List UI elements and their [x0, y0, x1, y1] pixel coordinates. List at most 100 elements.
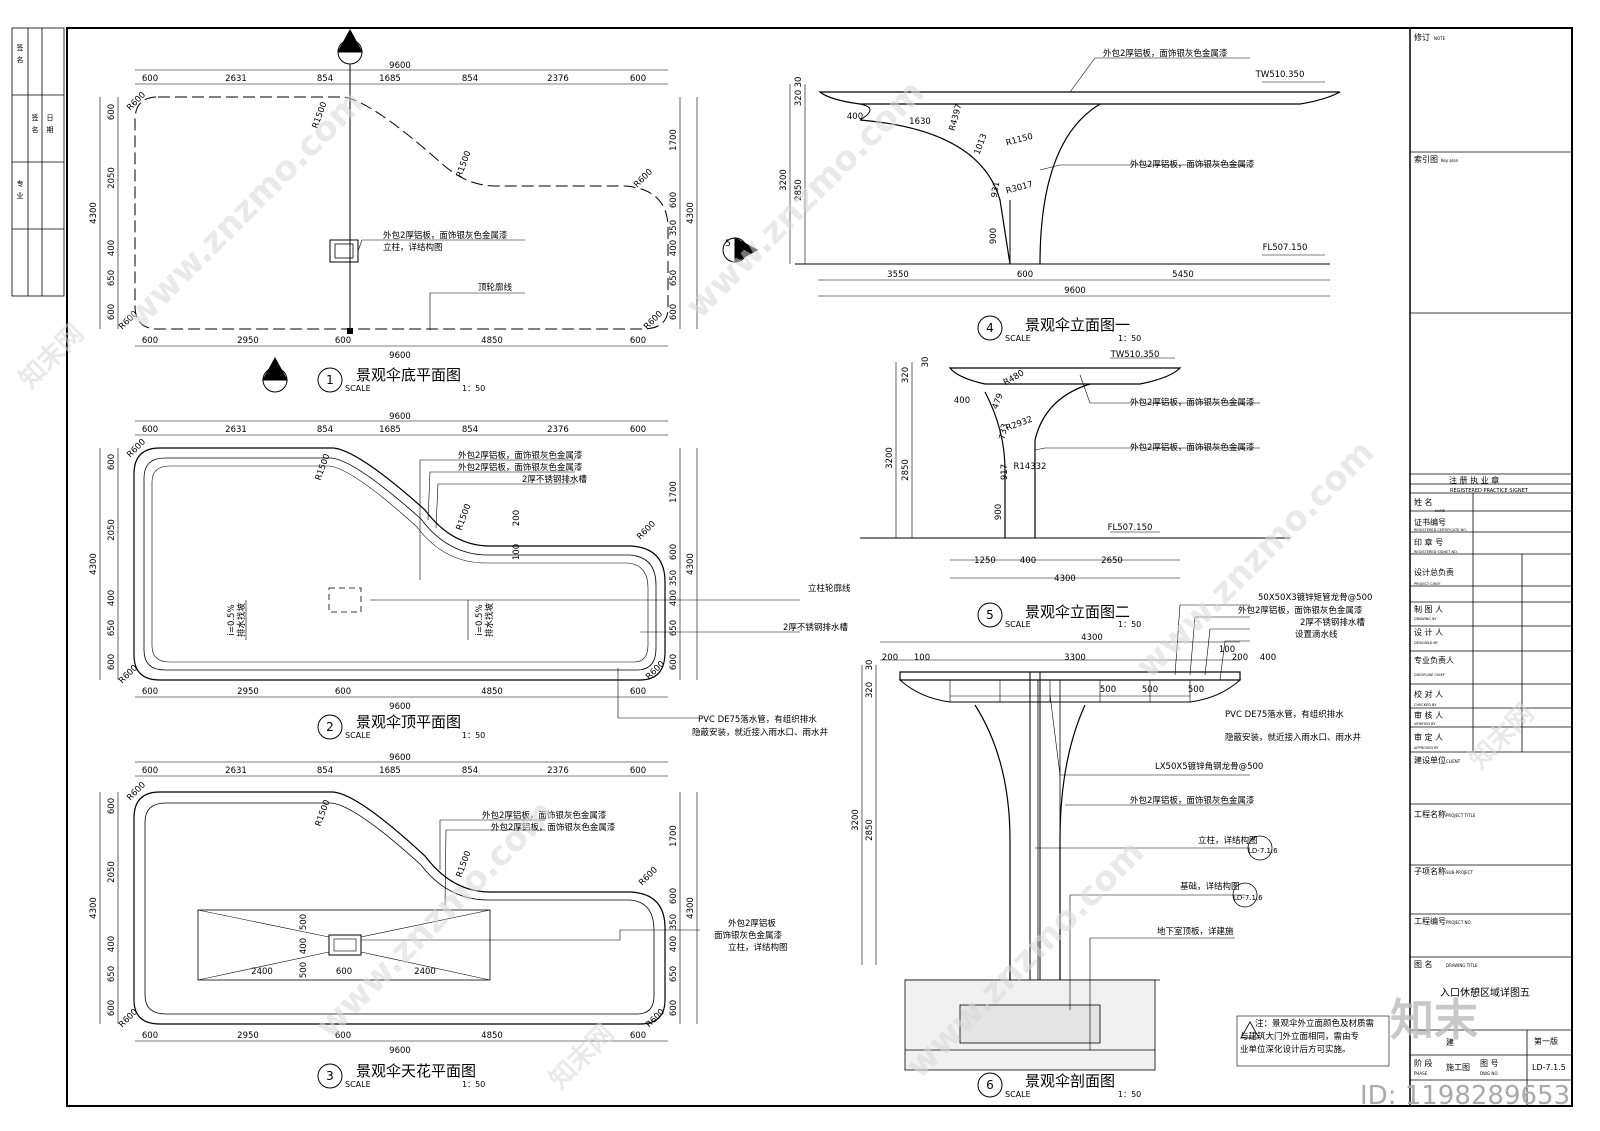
view3-scale: 1：50: [462, 1080, 485, 1089]
svg-text:500: 500: [299, 962, 309, 978]
svg-text:600: 600: [142, 74, 158, 84]
view4-title: 景观伞立面图一: [1025, 316, 1130, 334]
svg-text:建设单位: 建设单位: [1414, 755, 1446, 765]
svg-text:2376: 2376: [547, 766, 569, 776]
umbrella-outline-outer: [133, 447, 666, 681]
svg-text:479: 479: [991, 392, 1006, 411]
remark-box: [1236, 1015, 1390, 1067]
svg-text:基础，详结构图: 基础，详结构图: [1180, 881, 1240, 892]
dimension-lines: [99, 69, 1330, 1042]
elevation-dimension-text: 3550 600 5450 9600 1250 400 2650 4300 43…: [882, 70, 1308, 695]
svg-text:2631: 2631: [225, 766, 247, 776]
drainage-gutter: [151, 465, 649, 663]
svg-text:600: 600: [107, 1000, 117, 1016]
svg-text:DWG NO.: DWG NO.: [1480, 1071, 1499, 1076]
svg-text:900: 900: [994, 504, 1004, 520]
view1-underside-plan: [134, 58, 669, 334]
ceiling-frame: [197, 909, 491, 981]
svg-text:DISCIPLINE CHIEF: DISCIPLINE CHIEF: [1414, 673, 1445, 677]
svg-text:4300: 4300: [89, 553, 99, 575]
svg-text:外包2厚铝板，面饰银灰色金属漆: 外包2厚铝板，面饰银灰色金属漆: [1130, 397, 1255, 408]
svg-text:2650: 2650: [1101, 556, 1123, 566]
annotation-notes: 外包2厚铝板，面饰银灰色金属漆 立柱，详结构图 顶轮廓线 外包2厚铝板，面饰银灰…: [383, 48, 1374, 1055]
column-footprint: [328, 934, 362, 956]
svg-text:900: 900: [989, 228, 999, 244]
svg-text:2376: 2376: [547, 74, 569, 84]
svg-text:图 号: 图 号: [1480, 1059, 1499, 1068]
svg-text:9600: 9600: [1064, 286, 1086, 296]
svg-text:854: 854: [462, 766, 478, 776]
svg-text:R600: R600: [125, 437, 148, 460]
svg-text:R600: R600: [642, 309, 665, 332]
svg-text:第一版: 第一版: [1534, 1036, 1558, 1046]
svg-text:400: 400: [669, 936, 679, 952]
svg-text:1700: 1700: [669, 129, 679, 151]
svg-text:200: 200: [512, 510, 522, 526]
svg-text:注：景观伞外立面颜色及材质需: 注：景观伞外立面颜色及材质需: [1255, 1018, 1374, 1029]
view4-scale: 1：50: [1118, 334, 1141, 343]
svg-text:www.znzmo.com: www.znzmo.com: [1128, 432, 1382, 686]
view3-ceiling-plan: [133, 791, 700, 1025]
svg-text:1630: 1630: [909, 117, 931, 127]
svg-text:650: 650: [107, 620, 117, 636]
view2-top-plan: [133, 447, 800, 719]
svg-text:600: 600: [142, 1031, 158, 1041]
svg-text:600: 600: [630, 687, 646, 697]
svg-text:i=0.5%: i=0.5%: [227, 604, 237, 635]
svg-text:日: 日: [47, 114, 54, 122]
foundation: [959, 1004, 1101, 1044]
svg-text:TW510.350: TW510.350: [1110, 350, 1160, 360]
svg-text:证书编号: 证书编号: [1414, 517, 1446, 527]
view6-scale: 1：50: [1118, 1090, 1141, 1099]
svg-text:外包2厚铝板，面饰银灰色金属漆: 外包2厚铝板，面饰银灰色金属漆: [1103, 48, 1228, 59]
svg-text:地下室顶板，详建施: 地下室顶板，详建施: [1157, 926, 1234, 937]
svg-text:4300: 4300: [89, 202, 99, 224]
svg-text:NOTE: NOTE: [1434, 36, 1446, 41]
view4-elevation-one: [795, 57, 1341, 265]
svg-text:2376: 2376: [547, 425, 569, 435]
svg-text:CLIENT: CLIENT: [1446, 759, 1461, 764]
svg-text:姓 名: 姓 名: [1414, 497, 1433, 507]
svg-text:600: 600: [107, 454, 117, 470]
canopy-frame: [899, 671, 1241, 681]
svg-text:DRAWING BY: DRAWING BY: [1414, 617, 1437, 621]
svg-text:320: 320: [794, 90, 804, 106]
svg-text:400: 400: [669, 240, 679, 256]
svg-text:5450: 5450: [1172, 270, 1194, 280]
svg-text:2850: 2850: [865, 819, 875, 841]
svg-text:外包2厚铝板: 外包2厚铝板: [728, 918, 776, 929]
svg-text:500: 500: [1142, 685, 1158, 695]
svg-text:2631: 2631: [225, 425, 247, 435]
svg-text:400: 400: [299, 938, 309, 954]
svg-text:PVC DE75落水管，有组织排水: PVC DE75落水管，有组织排水: [1225, 709, 1344, 720]
svg-text:4300: 4300: [1081, 633, 1103, 643]
vertical-dimension-text: 4300 600 2050 400 650 600 1700 600 350 4…: [89, 77, 1046, 1030]
svg-text:2950: 2950: [237, 336, 259, 346]
svg-text:4300: 4300: [686, 897, 696, 919]
svg-text:1250: 1250: [974, 556, 996, 566]
svg-text:600: 600: [336, 967, 352, 977]
svg-text:1700: 1700: [669, 825, 679, 847]
view4-number: 4: [986, 321, 994, 335]
svg-text:REGISTERED CERTIFICATE NO.: REGISTERED CERTIFICATE NO.: [1414, 528, 1467, 532]
svg-text:600: 600: [669, 544, 679, 560]
svg-text:854: 854: [317, 74, 333, 84]
svg-text:PROJECT TITLE: PROJECT TITLE: [1446, 813, 1476, 818]
view3-title: 景观伞天花平面图: [356, 1062, 476, 1080]
svg-text:4850: 4850: [481, 1031, 503, 1041]
svg-text:4300: 4300: [89, 897, 99, 919]
marker-6-number: 6: [347, 39, 353, 49]
view1-scale-label: SCALE: [345, 384, 371, 393]
marker-4-number: 4: [272, 368, 278, 378]
svg-text:DRAWING TITLE: DRAWING TITLE: [1446, 963, 1478, 968]
svg-text:650: 650: [669, 270, 679, 286]
ceiling-outline-outer: [133, 791, 666, 1025]
svg-text:600: 600: [669, 1000, 679, 1016]
svg-text:50X50X3镀锌矩管龙骨@500: 50X50X3镀锌矩管龙骨@500: [1258, 592, 1372, 603]
column-footprint: [329, 239, 359, 263]
svg-text:600: 600: [630, 1031, 646, 1041]
svg-text:CHECKED BY: CHECKED BY: [1414, 703, 1437, 707]
svg-text:设计总负责: 设计总负责: [1414, 567, 1454, 577]
svg-text:400: 400: [1260, 653, 1276, 663]
